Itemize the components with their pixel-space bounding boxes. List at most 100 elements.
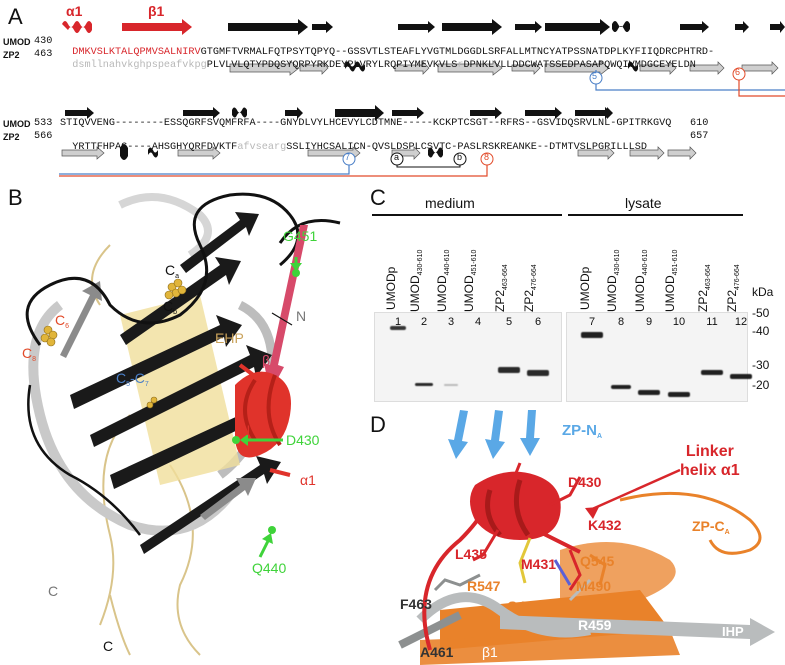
blot-band-11 [701, 370, 723, 375]
blot-band-6 [527, 370, 549, 376]
label-q545: Q545 [580, 553, 615, 569]
label-c5c7-dash: -C [130, 370, 145, 386]
lane-number-12: 12 [734, 316, 748, 328]
zp2-name-row1: ZP2 [3, 50, 20, 60]
lysate-bar [568, 214, 743, 216]
umod-start-row2: 533 [34, 118, 53, 129]
label-n-red: N [240, 422, 251, 438]
lane-label-sub: 476-664 [531, 264, 538, 290]
label-c-bottom: C [103, 638, 114, 654]
zp2-strands-row1 [229, 60, 779, 76]
label-d430-d: D430 [568, 474, 602, 490]
blot-band-3 [444, 384, 458, 386]
disulfide-b: b [457, 152, 463, 162]
lane-label-main: ZP2 [696, 289, 710, 312]
lane-number-7: 7 [588, 316, 596, 328]
lane-label-5: ZP2463-664 [493, 264, 509, 312]
umod-start-row1: 430 [34, 36, 53, 47]
kda-label: kDa [752, 285, 774, 299]
label-ca-c: C [165, 262, 176, 278]
lane-label-9: UMOD440-610 [633, 250, 649, 312]
umod-seq-row1: GTGMFTVRMALFQTPSYTQPYQ--GSSVTLSTEAFLYVGT… [200, 47, 715, 58]
lane-label-main: ZP2 [493, 289, 507, 312]
zp2-seq1-row2: YRTTFHPAG----AHSGHYQRFDVKTF [72, 142, 238, 153]
label-c5c7-a: C [116, 370, 127, 386]
zp2-gray-row2: afvsearg [237, 142, 287, 153]
lane-number-6: 6 [534, 316, 542, 328]
lane-label-main: UMOD [663, 275, 677, 312]
blot-band-2 [415, 383, 433, 386]
disulfide-8: 8 [484, 152, 490, 162]
lane-label-sub: 463-664 [502, 264, 509, 290]
lane-number-10: 10 [672, 316, 686, 328]
lane-label-main: UMODp [384, 266, 398, 310]
panel-a-letter: A [8, 4, 23, 29]
umod-strands-row2 [65, 105, 613, 121]
label-c5c7-sub-b: 7 [144, 381, 149, 388]
umod-name-row2: UMOD [3, 119, 31, 129]
label-ca-sub: a [175, 273, 180, 280]
zp2-end-row2: 657 [690, 131, 709, 142]
zp2-seq2-row2: SSLIYHCSALICN-QVSLDSPLCSVTC-PASLRSKREANK… [286, 142, 647, 153]
linker-structure-cartoon [398, 410, 775, 665]
label-zpn: ZP-N [562, 422, 597, 439]
group-lysate: lysate [625, 195, 662, 211]
lane-number-4: 4 [474, 316, 482, 328]
marker-20: -20 [752, 378, 770, 392]
lane-label-sub: 430-610 [417, 249, 424, 276]
label-ehp: EHP [215, 330, 244, 346]
label-alpha1: α1 [300, 472, 316, 488]
lane-label-3: UMOD440-610 [435, 250, 451, 312]
panel-a-annotations [59, 19, 785, 177]
panel-b-letter: B [8, 185, 23, 210]
lane-label-sub: 440-610 [444, 249, 451, 276]
marker-30: -30 [752, 358, 770, 372]
umod-end-row2: 610 [690, 118, 709, 129]
lane-label-sub: 476-664 [734, 264, 741, 290]
label-beta1: β1 [262, 352, 278, 368]
blot-band-7 [581, 332, 603, 338]
label-r459: R459 [578, 617, 612, 633]
zp2-seq2-row1: DPNKLVLLDDCWATSSEDPASAPQWQIVMDGCEYELDN [463, 60, 696, 71]
label-c8: C [22, 345, 33, 361]
label-c6: C [55, 312, 66, 328]
blot-band-12 [730, 374, 752, 379]
label-m431: M431 [521, 556, 557, 572]
marker-40: -40 [752, 324, 770, 338]
umod-name-row1: UMOD [3, 37, 31, 47]
lane-label-1: UMODp [384, 267, 398, 310]
label-c8-sub: 8 [32, 356, 37, 363]
lane-number-9: 9 [645, 316, 653, 328]
blot-band-1 [390, 326, 406, 330]
protein-structure-cartoon [25, 192, 341, 656]
disulfide-7: 7 [345, 152, 351, 162]
umod-linker-seq: DMKVSLKTALQPMVSALNIRV [72, 47, 201, 58]
label-g488: G488 [507, 598, 542, 614]
lane-number-11: 11 [706, 316, 718, 328]
label-d430: D430 [286, 432, 320, 448]
umod-seq-row2: STIQVVENG--------ESSQGRFSVQMFRFA----GNYD… [60, 118, 672, 129]
disulfide-5: 5 [592, 71, 598, 81]
lane-label-main: ZP2 [522, 289, 536, 312]
beta1-label: β1 [148, 3, 165, 19]
zp2-helix-row1 [345, 61, 638, 72]
blot-band-5 [498, 367, 520, 373]
label-c-left: C [48, 583, 59, 599]
label-cb-c: C [163, 298, 174, 314]
lane-label-main: UMOD [462, 275, 476, 312]
alpha1-helix-glyph [62, 21, 92, 33]
label-r547: R547 [467, 578, 501, 594]
label-l435: L435 [455, 546, 487, 562]
umod-strands-row1 [228, 19, 785, 35]
lane-label-8: UMOD430-610 [605, 250, 621, 312]
lane-label-sub: 451-610 [471, 249, 478, 276]
lane-number-8: 8 [617, 316, 625, 328]
label-g451: G451 [283, 228, 318, 244]
label-q440: Q440 [252, 560, 287, 576]
lane-label-main: ZP2 [725, 289, 739, 312]
lane-label-main: UMOD [435, 275, 449, 312]
lane-label-main: UMOD [633, 275, 647, 312]
lane-label-2: UMOD430-610 [408, 250, 424, 312]
label-linker-line2: helix α1 [680, 462, 740, 479]
lane-number-2: 2 [420, 316, 428, 328]
